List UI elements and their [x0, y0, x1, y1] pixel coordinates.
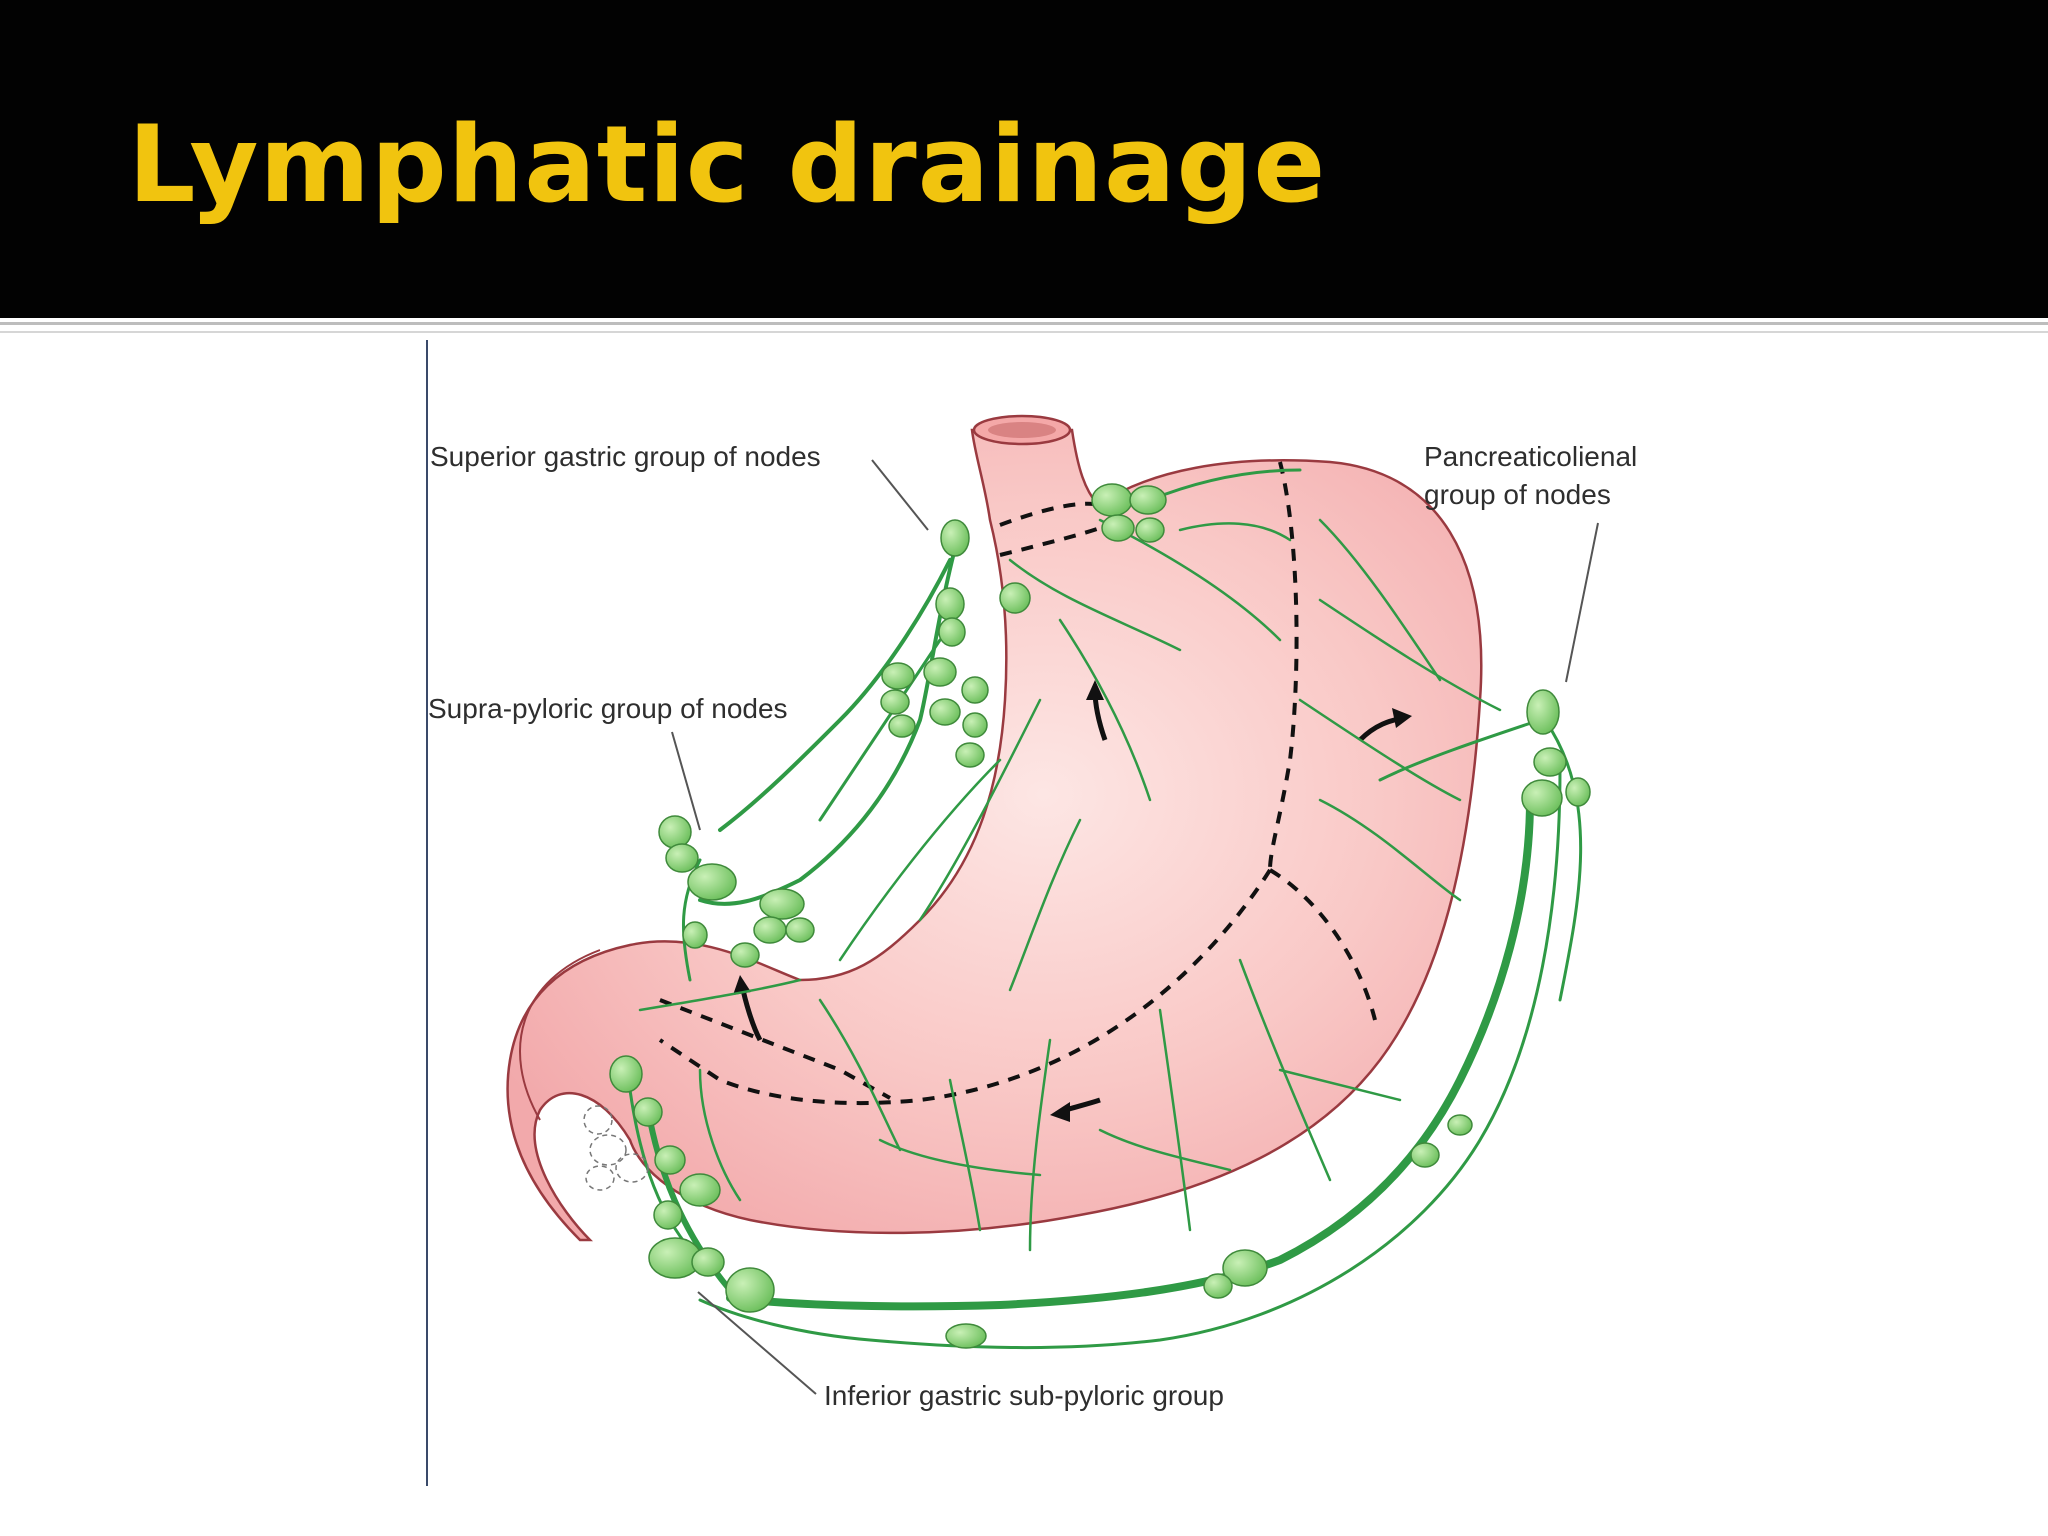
label-inferior-gastric: Inferior gastric sub-pyloric group	[824, 1380, 1224, 1411]
label-pancreaticolienal-line2: group of nodes	[1424, 479, 1611, 510]
label-superior-gastric: Superior gastric group of nodes	[430, 441, 821, 472]
label-pancreaticolienal-line1: Pancreaticolienal	[1424, 441, 1637, 472]
label-supra-pyloric: Supra-pyloric group of nodes	[428, 693, 788, 724]
